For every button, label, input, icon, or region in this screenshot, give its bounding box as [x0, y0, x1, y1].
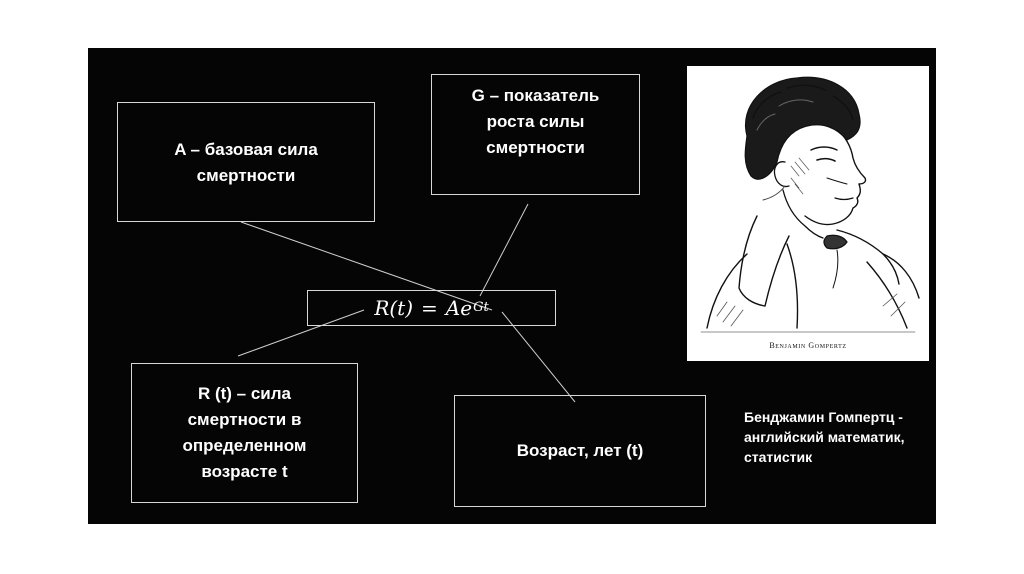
- ear: [774, 162, 789, 187]
- portrait-image: Benjamin Gompertz: [687, 66, 929, 361]
- box-g-line-3: смертности: [486, 135, 585, 161]
- box-r-line-2: смертности в: [188, 407, 302, 433]
- caption-line-1: Бенджамин Гомпертц -: [744, 407, 934, 427]
- box-a-line-1: A – базовая сила: [174, 137, 318, 163]
- caption-line-2: английский математик,: [744, 427, 934, 447]
- cravat: [824, 235, 847, 249]
- box-age: Возраст, лет (t): [454, 395, 706, 507]
- box-age-line-1: Возраст, лет (t): [517, 438, 644, 464]
- formula-lhs: R(t): [374, 295, 413, 321]
- portrait-description: Бенджамин Гомпертц - английский математи…: [744, 407, 934, 467]
- connector-g-to-formula: [480, 204, 528, 296]
- face-profile: [805, 130, 866, 225]
- box-a-line-2: смертности: [197, 163, 296, 189]
- box-growth-rate: G – показатель роста силы смертности: [431, 74, 640, 195]
- box-mortality-at-age: R (t) – сила смертности в определенном в…: [131, 363, 358, 503]
- box-r-line-3: определенном: [182, 433, 306, 459]
- formula-base: Ae: [446, 295, 472, 321]
- portrait-caption: Benjamin Gompertz: [687, 341, 929, 350]
- formula-box: R(t) = Ae Gt: [307, 290, 556, 326]
- caption-line-3: статистик: [744, 447, 934, 467]
- box-r-line-1: R (t) – сила: [198, 381, 291, 407]
- slide: A – базовая сила смертности G – показате…: [88, 48, 936, 524]
- formula-exponent: Gt: [473, 295, 489, 321]
- collar-left: [739, 216, 789, 306]
- box-g-line-2: роста силы: [487, 109, 585, 135]
- formula-equals: =: [421, 295, 438, 321]
- box-g-line-1: G – показатель: [472, 83, 600, 109]
- portrait-engraving: [687, 66, 929, 361]
- hair: [745, 77, 860, 179]
- box-r-line-4: возрасте t: [201, 459, 287, 485]
- box-base-mortality: A – базовая сила смертности: [117, 102, 375, 222]
